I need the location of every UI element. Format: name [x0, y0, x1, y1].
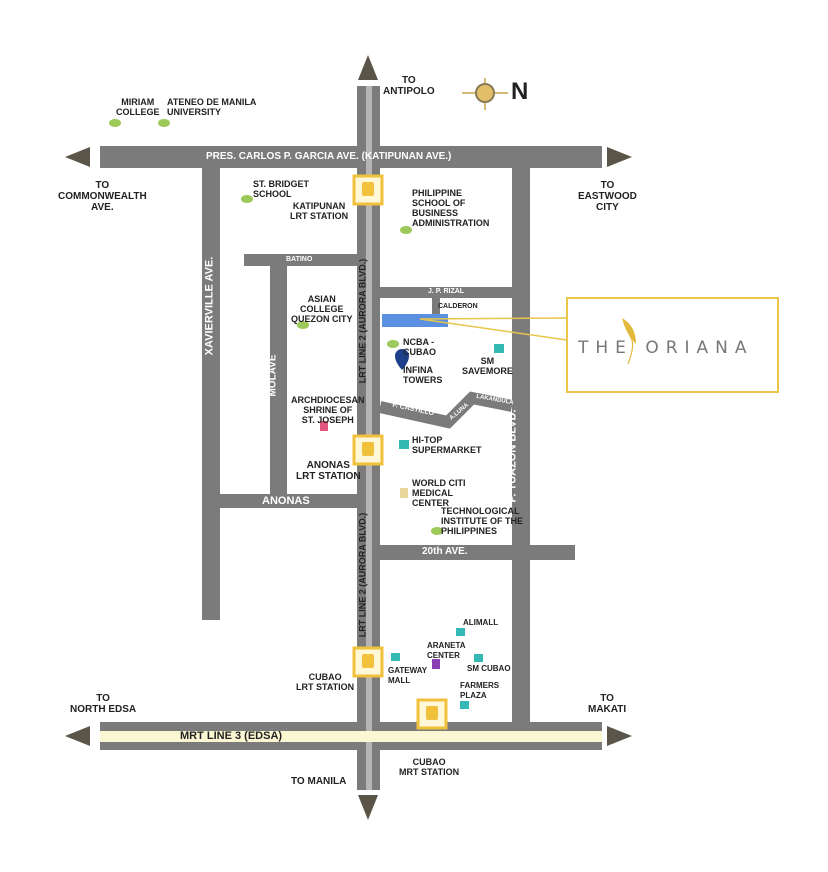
to-eastwood-label: TO EASTWOOD CITY: [578, 180, 637, 213]
to-manila-label: TO MANILA: [291, 776, 347, 787]
molave-label: MOLAVE: [267, 354, 279, 397]
train-station-icon: [352, 434, 384, 466]
the-oriana-site: [382, 314, 448, 327]
arrow-right-icon: [607, 147, 632, 167]
to-makati-label: TO MAKATI: [588, 693, 627, 715]
gateway-mall-label: GATEWAY MALL: [388, 666, 428, 685]
school-icons: [109, 119, 443, 535]
farmers-plaza-label: FARMERS PLAZA: [460, 681, 500, 700]
katipunan-ave-label: PRES. CARLOS P. GARCIA AVE. (KATIPUNAN A…: [206, 151, 452, 162]
batino-road: [244, 254, 357, 266]
ncba-label: NCBA - CUBAO: [403, 337, 436, 357]
compass-icon: [462, 78, 508, 110]
school-icon: [297, 321, 309, 329]
school-icon: [241, 195, 253, 203]
katipunan-road: [100, 146, 602, 168]
to-north-edsa-label: TO NORTH EDSA: [70, 693, 137, 715]
xavierville-road: [202, 168, 220, 620]
asian-college-label: ASIAN COLLEGE QUEZON CITY: [291, 294, 353, 324]
hitop-label: HI-TOP SUPERMARKET: [412, 435, 482, 455]
molave-road: [270, 266, 287, 496]
school-icon: [431, 527, 443, 535]
twentieth-ave-label: 20th AVE.: [422, 546, 468, 557]
compass-north-label: N: [511, 78, 529, 105]
ateneo-label: ATENEO DE MANILA UNIVERSITY: [167, 97, 257, 117]
mall-icons: [391, 344, 504, 709]
location-pin-icon: [395, 349, 409, 370]
jp-rizal-road: [380, 287, 512, 298]
infina-towers-label: INFINA TOWERS: [403, 365, 443, 385]
arrow-left-icon: [65, 147, 90, 167]
anonas-label: ANONAS: [262, 495, 310, 507]
school-icon: [158, 119, 170, 127]
shopping-bag-icon: [494, 344, 504, 353]
twentieth-ave-road: [380, 545, 575, 560]
school-icon: [400, 226, 412, 234]
the-oriana-brand: THE ORIANA: [578, 338, 754, 358]
mrt-line-3-label: MRT LINE 3 (EDSA): [180, 730, 283, 742]
shopping-bag-icon: [460, 701, 469, 709]
anonas-lrt-label: ANONAS LRT STATION: [296, 460, 361, 482]
katipunan-lrt-label: KATIPUNAN LRT STATION: [290, 201, 349, 221]
jp-rizal-label: J. P. RIZAL: [428, 288, 465, 295]
school-icon: [109, 119, 121, 127]
hospital-icon: [400, 488, 408, 498]
lrt-line-2-label-lower: LRT LINE 2 (AURORA BLVD.): [357, 512, 368, 638]
f-castillo-road: [378, 391, 514, 429]
tip-label: TECHNOLOGICAL INSTITUTE OF THE PHILIPPIN…: [441, 506, 523, 536]
mrt-line: [100, 731, 602, 742]
to-commonwealth-label: TO COMMONWEALTH AVE.: [58, 180, 147, 213]
p-tuazon-road: [512, 168, 530, 722]
psba-label: PHILIPPINE SCHOOL OF BUSINESS ADMINISTRA…: [412, 188, 490, 228]
arrow-left-icon: [65, 726, 90, 746]
shopping-bag-icon: [399, 440, 409, 449]
sm-savemore-label: SM SAVEMORE: [462, 356, 513, 376]
alimall-label: ALIMALL: [463, 618, 499, 627]
araneta-icon: [432, 659, 440, 669]
calderon-label: CALDERON: [438, 303, 478, 310]
arrow-up-icon: [358, 55, 378, 80]
callout-box: [566, 297, 779, 393]
cubao-lrt-label: CUBAO LRT STATION: [296, 672, 355, 692]
shopping-bag-icon: [456, 628, 465, 636]
miriam-college-label: MIRIAM COLLEGE: [116, 97, 160, 117]
p-tuazon-label: P. TUAZON BLVD.: [506, 409, 519, 503]
araneta-center-label: ARANETA CENTER: [427, 641, 466, 660]
church-icon: [320, 421, 328, 431]
anonas-road: [220, 494, 357, 508]
st-bridget-label: ST. BRIDGET SCHOOL: [253, 179, 310, 199]
station-icons: [352, 174, 448, 730]
calderon-road: [432, 298, 440, 314]
cubao-mrt-label: CUBAO MRT STATION: [399, 757, 460, 777]
shrine-label: ARCHDIOCESAN SHRINE OF ST. JOSEPH: [291, 395, 365, 425]
school-icon: [387, 340, 399, 348]
xavierville-label: XAVIERVILLE AVE.: [203, 256, 216, 356]
leaf-logo-icon: [622, 318, 636, 365]
sm-cubao-label: SM CUBAO: [467, 664, 511, 673]
world-citi-label: WORLD CITI MEDICAL CENTER: [412, 478, 466, 508]
arrow-down-icon: [358, 795, 378, 820]
batino-label: BATINO: [286, 256, 313, 263]
arrow-right-icon: [607, 726, 632, 746]
shopping-bag-icon: [391, 653, 400, 661]
lrt-line-2-label-upper: LRT LINE 2 (AURORA BLVD.): [357, 258, 368, 384]
shopping-bag-icon: [474, 654, 483, 662]
to-antipolo-label: TO ANTIPOLO: [383, 75, 435, 97]
